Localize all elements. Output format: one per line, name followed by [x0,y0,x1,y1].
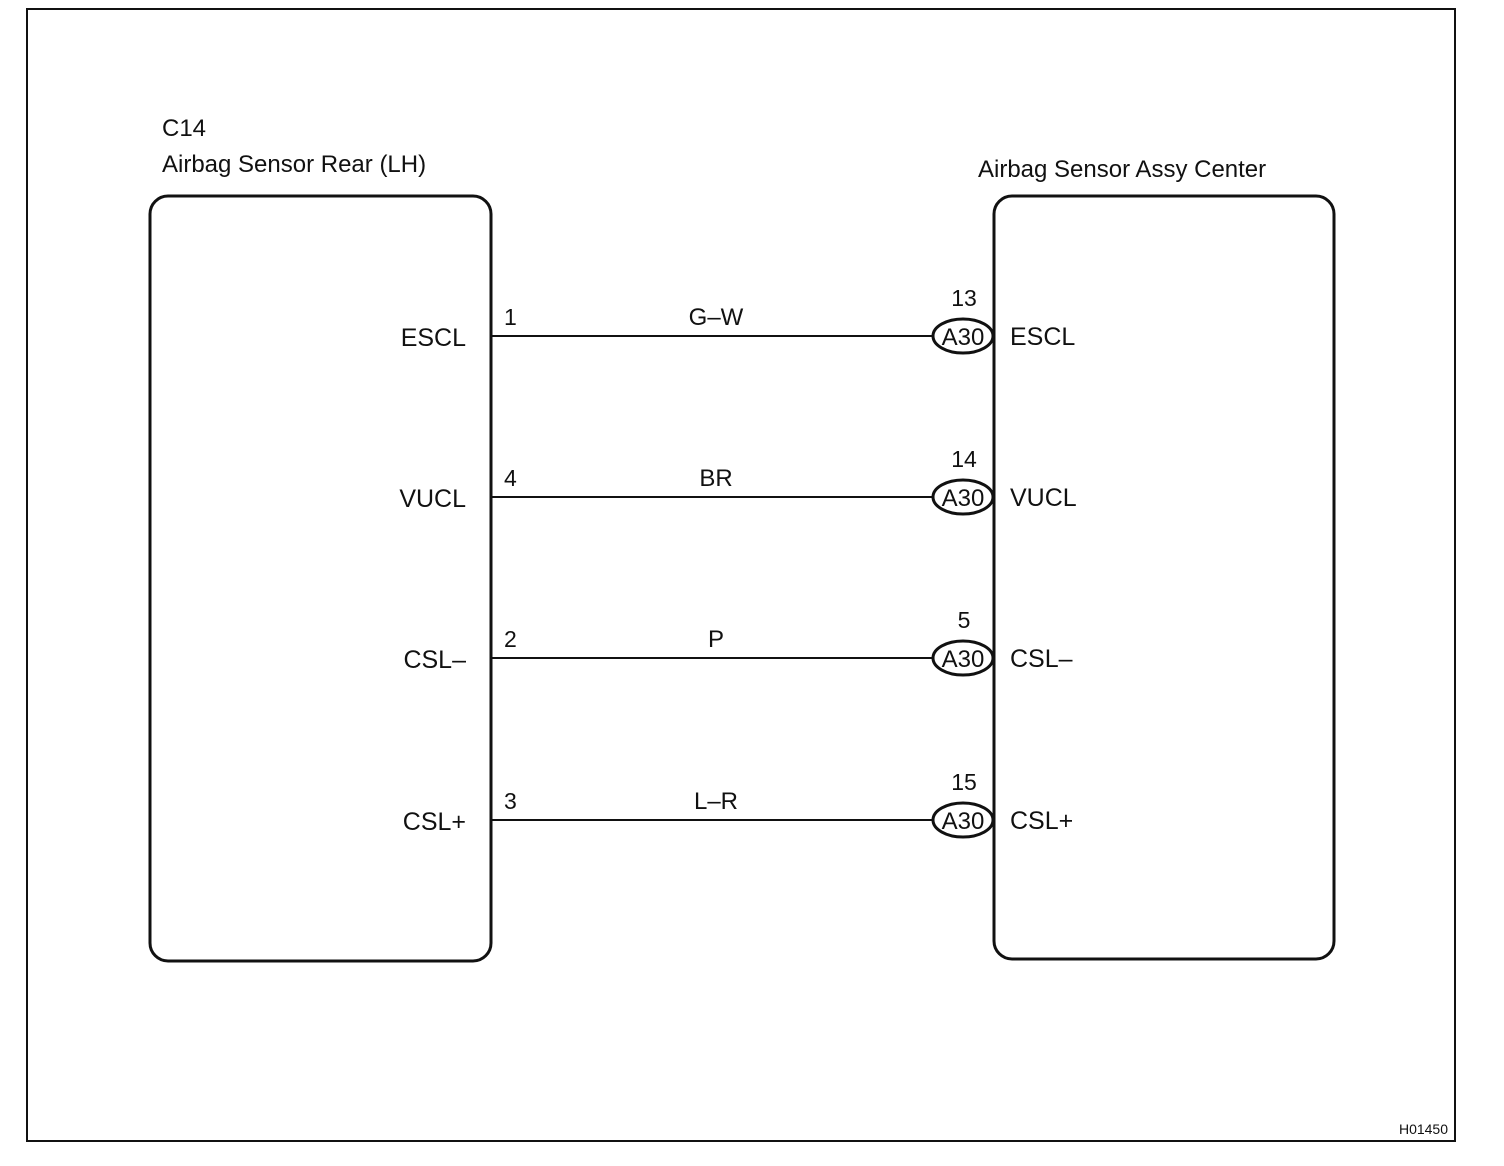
left-pin-label: ESCL [401,324,466,352]
left-component-code: C14 [162,115,206,142]
diagram-frame [26,8,1456,1142]
left-pin-number: 2 [504,626,517,652]
figure-id: H01450 [1399,1121,1448,1137]
wire-color-label: L–R [694,788,738,815]
connector-oval [931,317,995,355]
left-component-box [148,194,493,963]
left-pin-number: 4 [504,465,517,491]
wire-color-label: P [708,626,724,653]
wire-color-label: BR [699,465,732,492]
right-pin-number: 14 [951,446,977,472]
wire-color-label: G–W [689,304,744,331]
left-pin-number: 1 [504,304,517,330]
connector-code: A30 [942,808,985,835]
left-pin-label: CSL– [403,646,466,674]
connector-oval [931,801,995,839]
connector-code: A30 [942,646,985,673]
left-pin-label: CSL+ [403,808,466,836]
right-pin-label: CSL+ [1010,807,1073,835]
left-pin-label: VUCL [399,485,466,513]
connector-code: A30 [942,324,985,351]
right-pin-number: 13 [951,285,977,311]
right-pin-label: ESCL [1010,323,1075,351]
right-pin-label: CSL– [1010,645,1073,673]
connector-oval [931,478,995,516]
right-pin-number: 5 [958,607,971,633]
right-pin-label: VUCL [1010,484,1077,512]
left-component-name: Airbag Sensor Rear (LH) [162,151,426,178]
right-pin-number: 15 [951,769,977,795]
connector-oval [931,639,995,677]
left-pin-number: 3 [504,788,517,814]
right-component-name: Airbag Sensor Assy Center [978,156,1266,183]
right-component-box [992,194,1336,961]
connector-code: A30 [942,485,985,512]
